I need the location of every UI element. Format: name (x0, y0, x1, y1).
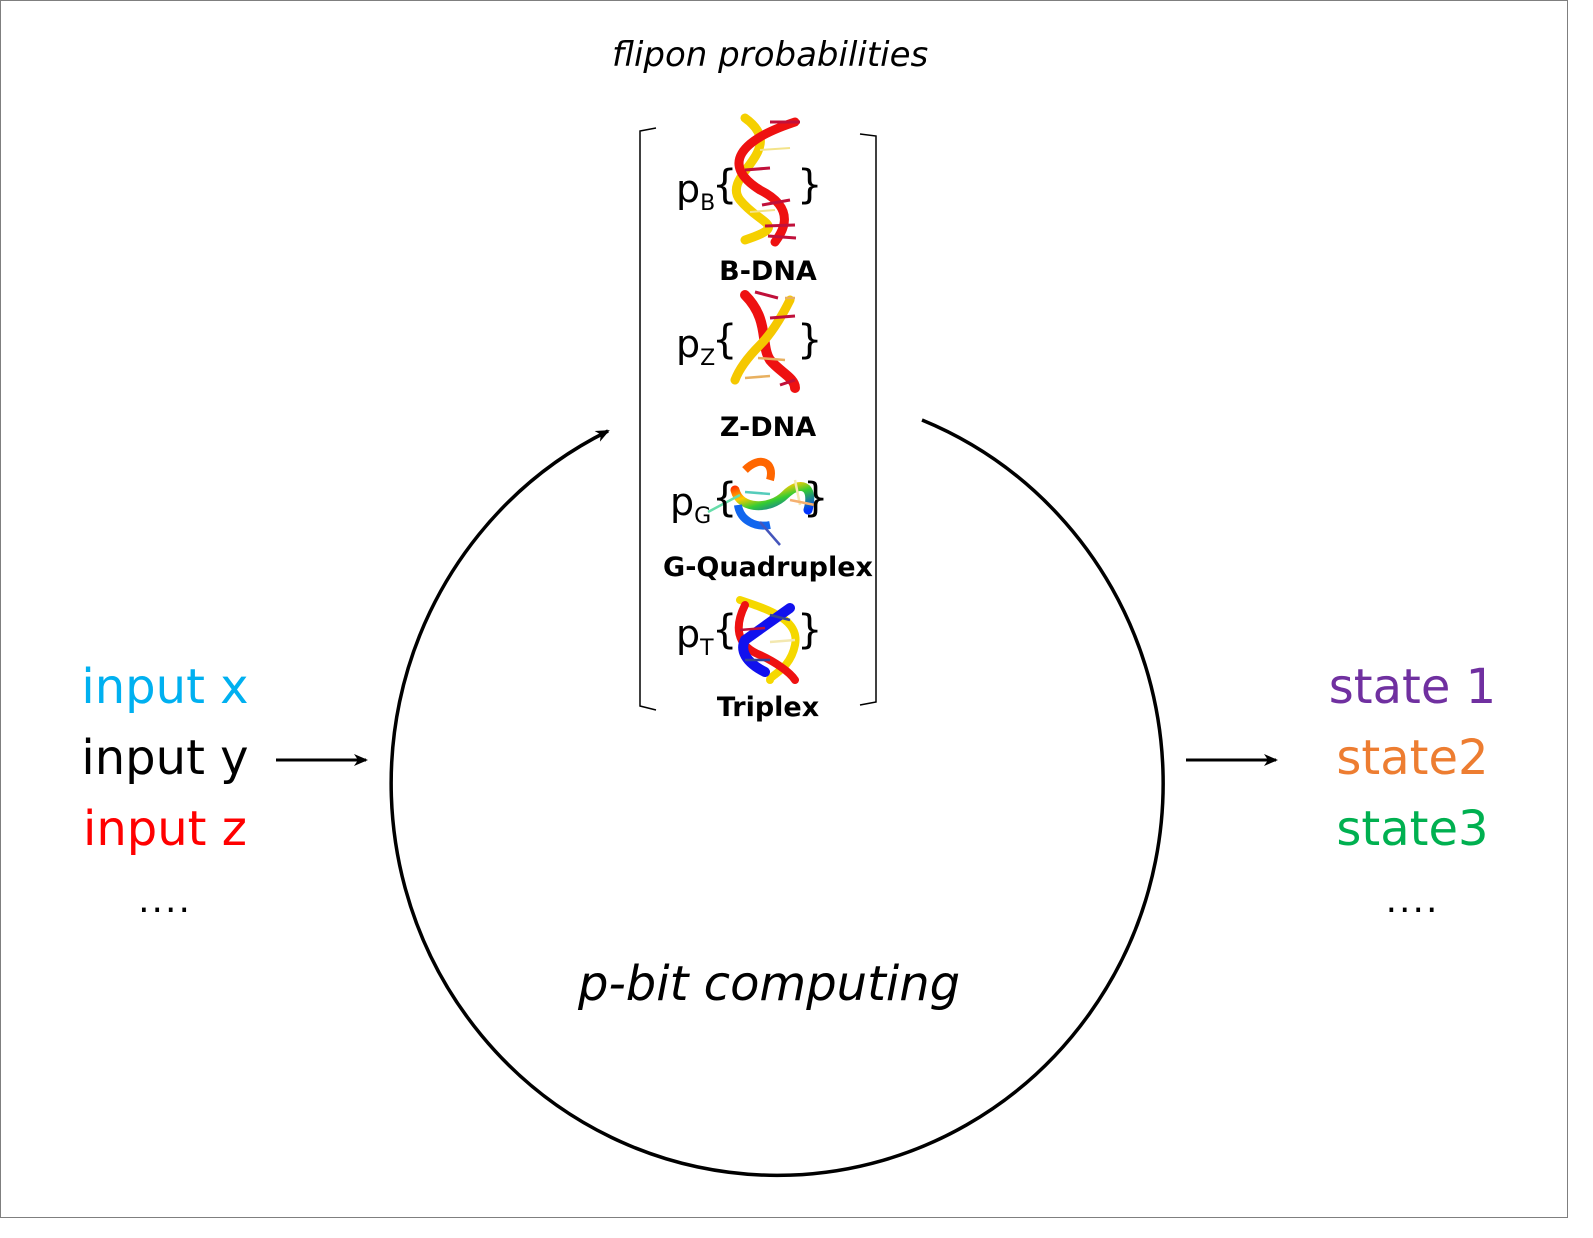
brace-close: } (797, 607, 823, 653)
brace-open: { (712, 317, 738, 363)
triplex-structure-icon (734, 596, 800, 684)
molecule-name: Triplex (716, 692, 820, 723)
brace-open: { (712, 475, 738, 521)
probability-label-z: pZ (676, 325, 715, 370)
molecule-name: B-DNA (719, 256, 817, 287)
b-dna-helix-icon (731, 113, 800, 247)
input-ellipsis: .... (138, 880, 192, 921)
states-list: state 1 state2 state3 .... (1310, 652, 1515, 936)
prob-symbol: p (676, 612, 701, 656)
input-item: input y (81, 730, 249, 786)
g-quadruplex-structure-icon (707, 457, 816, 546)
prob-symbol: p (670, 480, 695, 524)
cycle-arc (389, 418, 1165, 1178)
brace-close: } (797, 317, 823, 363)
state-item: state3 (1336, 801, 1489, 857)
prob-symbol: p (676, 167, 701, 211)
molecule-name: G-Quadruplex (663, 552, 873, 583)
input-item: input z (83, 801, 247, 857)
matrix-bracket-left (639, 127, 657, 711)
molecule-name: Z-DNA (719, 412, 817, 443)
matrix-bracket-right (859, 133, 877, 706)
inputs-list: input x input y input z .... (70, 652, 260, 936)
brace-close: } (797, 162, 823, 208)
prob-subscript: G (694, 504, 712, 529)
probability-label-t: pT (676, 615, 714, 660)
brace-close: } (803, 475, 829, 521)
brace-open: { (712, 607, 738, 653)
probability-label-b: pB (676, 170, 715, 215)
prob-subscript: Z (700, 346, 716, 371)
input-item: input x (81, 659, 249, 715)
state-ellipsis: .... (1385, 880, 1440, 921)
probability-label-g: pG (670, 483, 711, 528)
brace-open: { (712, 162, 738, 208)
prob-subscript: B (700, 191, 716, 216)
state-item: state2 (1336, 730, 1489, 786)
center-label: p-bit computing (578, 956, 961, 1012)
prob-symbol: p (676, 322, 701, 366)
prob-subscript: T (700, 636, 714, 661)
diagram-title: flipon probabilities (612, 35, 929, 75)
z-dna-helix-icon (730, 290, 800, 393)
state-item: state 1 (1328, 659, 1497, 715)
